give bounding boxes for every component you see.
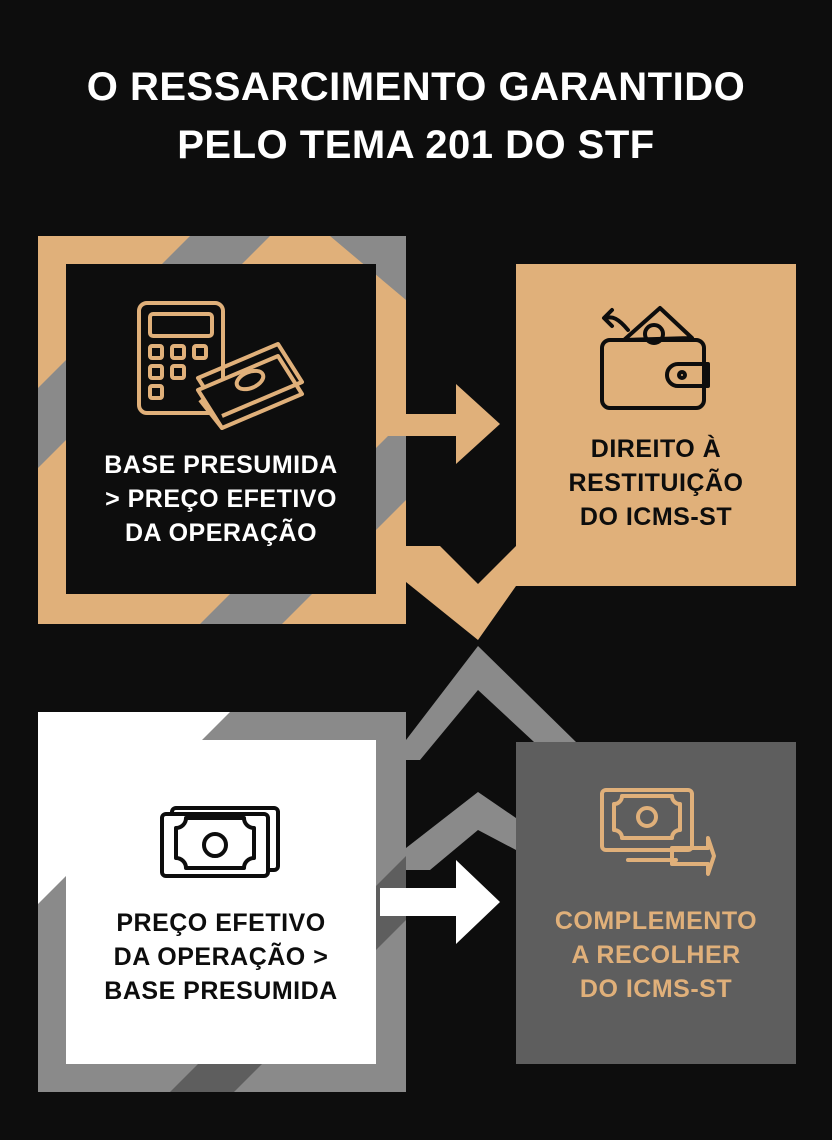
bottom-right-text: COMPLEMENTO A RECOLHER DO ICMS-ST xyxy=(516,904,796,1006)
payment-transfer-icon xyxy=(600,788,716,876)
top-right-line-2: RESTITUIÇÃO xyxy=(568,469,744,497)
arrow-right-gold xyxy=(380,384,500,464)
bottom-right-line-2: A RECOLHER xyxy=(571,941,741,969)
bottom-left-panel xyxy=(66,740,376,1064)
top-left-line-2: > PREÇO EFETIVO xyxy=(105,485,337,513)
top-right-panel xyxy=(516,264,796,586)
top-right-line-1: DIREITO À xyxy=(590,435,722,463)
top-left-line-1: BASE PRESUMIDA xyxy=(104,451,338,479)
bottom-left-line-1: PREÇO EFETIVO xyxy=(116,909,326,937)
page-title: O RESSARCIMENTO GARANTIDO PELO TEMA 201 … xyxy=(0,58,832,174)
top-left-text: BASE PRESUMIDA > PREÇO EFETIVO DA OPERAÇ… xyxy=(66,448,376,550)
banknote-icon xyxy=(160,806,280,878)
title-line-2: PELO TEMA 201 DO STF xyxy=(177,123,655,167)
gray-connector-lower xyxy=(406,792,516,870)
arrow-right-white xyxy=(380,860,500,944)
top-right-text: DIREITO À RESTITUIÇÃO DO ICMS-ST xyxy=(516,432,796,534)
bottom-right-line-3: DO ICMS-ST xyxy=(579,975,733,1003)
calculator-and-money-stack-icon xyxy=(137,301,304,430)
wallet-with-refund-icon xyxy=(600,306,710,410)
bottom-left-line-2: DA OPERAÇÃO > xyxy=(113,943,329,971)
bottom-left-text: PREÇO EFETIVO DA OPERAÇÃO > BASE PRESUMI… xyxy=(66,906,376,1008)
title-line-1: O RESSARCIMENTO GARANTIDO xyxy=(86,65,746,109)
bottom-right-line-1: COMPLEMENTO xyxy=(554,907,758,935)
top-left-line-3: DA OPERAÇÃO xyxy=(124,519,318,547)
gray-connector xyxy=(406,646,576,760)
bottom-left-line-3: BASE PRESUMIDA xyxy=(104,977,338,1005)
top-right-line-3: DO ICMS-ST xyxy=(579,503,733,531)
gold-connector xyxy=(406,546,516,640)
